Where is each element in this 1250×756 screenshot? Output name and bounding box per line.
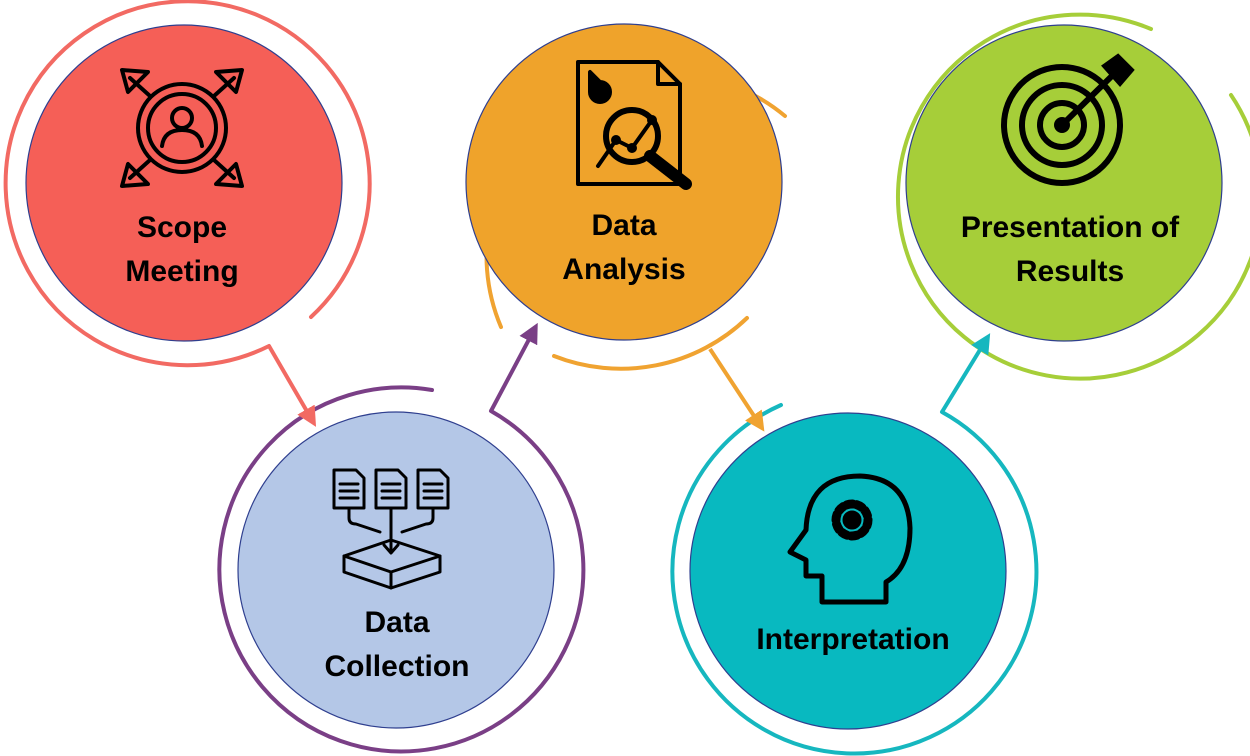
step-interpretation	[670, 403, 1039, 756]
scope-meeting-circle	[25, 24, 343, 342]
target-arrow-icon	[1001, 53, 1135, 186]
presentation-results-ring	[895, 12, 1250, 381]
label-data-collection: Data Collection	[277, 601, 517, 689]
data-collection-ring	[217, 385, 586, 754]
head-gear-icon	[787, 473, 913, 605]
arrow-interpretation-to-results	[940, 333, 991, 414]
step-presentation-results	[895, 12, 1250, 381]
arrow-collection-to-analysis	[489, 322, 538, 412]
report-magnifier-icon	[576, 60, 692, 190]
label-data-collection-line1: Data	[364, 606, 430, 639]
label-data-analysis: Data Analysis	[504, 204, 744, 292]
step-scope-meeting	[3, 0, 372, 368]
step-data-analysis	[465, 23, 787, 371]
label-scope-meeting-line2: Meeting	[125, 255, 239, 288]
expand-user-icon	[120, 68, 244, 188]
label-scope-meeting: Scope Meeting	[62, 206, 302, 294]
label-presentation-results-line2: Results	[1015, 255, 1125, 288]
label-data-collection-line2: Collection	[324, 650, 470, 683]
label-data-analysis-line1: Data	[591, 209, 657, 242]
arrow-scope-to-collection	[267, 344, 317, 427]
label-interpretation: Interpretation	[708, 618, 998, 662]
arrow-analysis-to-interpretation	[708, 347, 765, 432]
data-analysis-ring	[552, 316, 749, 371]
label-presentation-results-line1: Presentation of	[960, 211, 1180, 244]
documents-to-tray-icon	[332, 468, 450, 590]
label-interpretation-line1: Interpretation	[756, 623, 950, 656]
interpretation-circle	[689, 412, 1007, 730]
label-presentation-results: Presentation of Results	[930, 206, 1210, 294]
label-data-analysis-line2: Analysis	[562, 253, 686, 286]
scope-meeting-ring	[3, 0, 372, 368]
label-scope-meeting-line1: Scope	[136, 211, 228, 244]
interpretation-ring	[670, 403, 1039, 756]
step-data-collection	[217, 385, 586, 754]
